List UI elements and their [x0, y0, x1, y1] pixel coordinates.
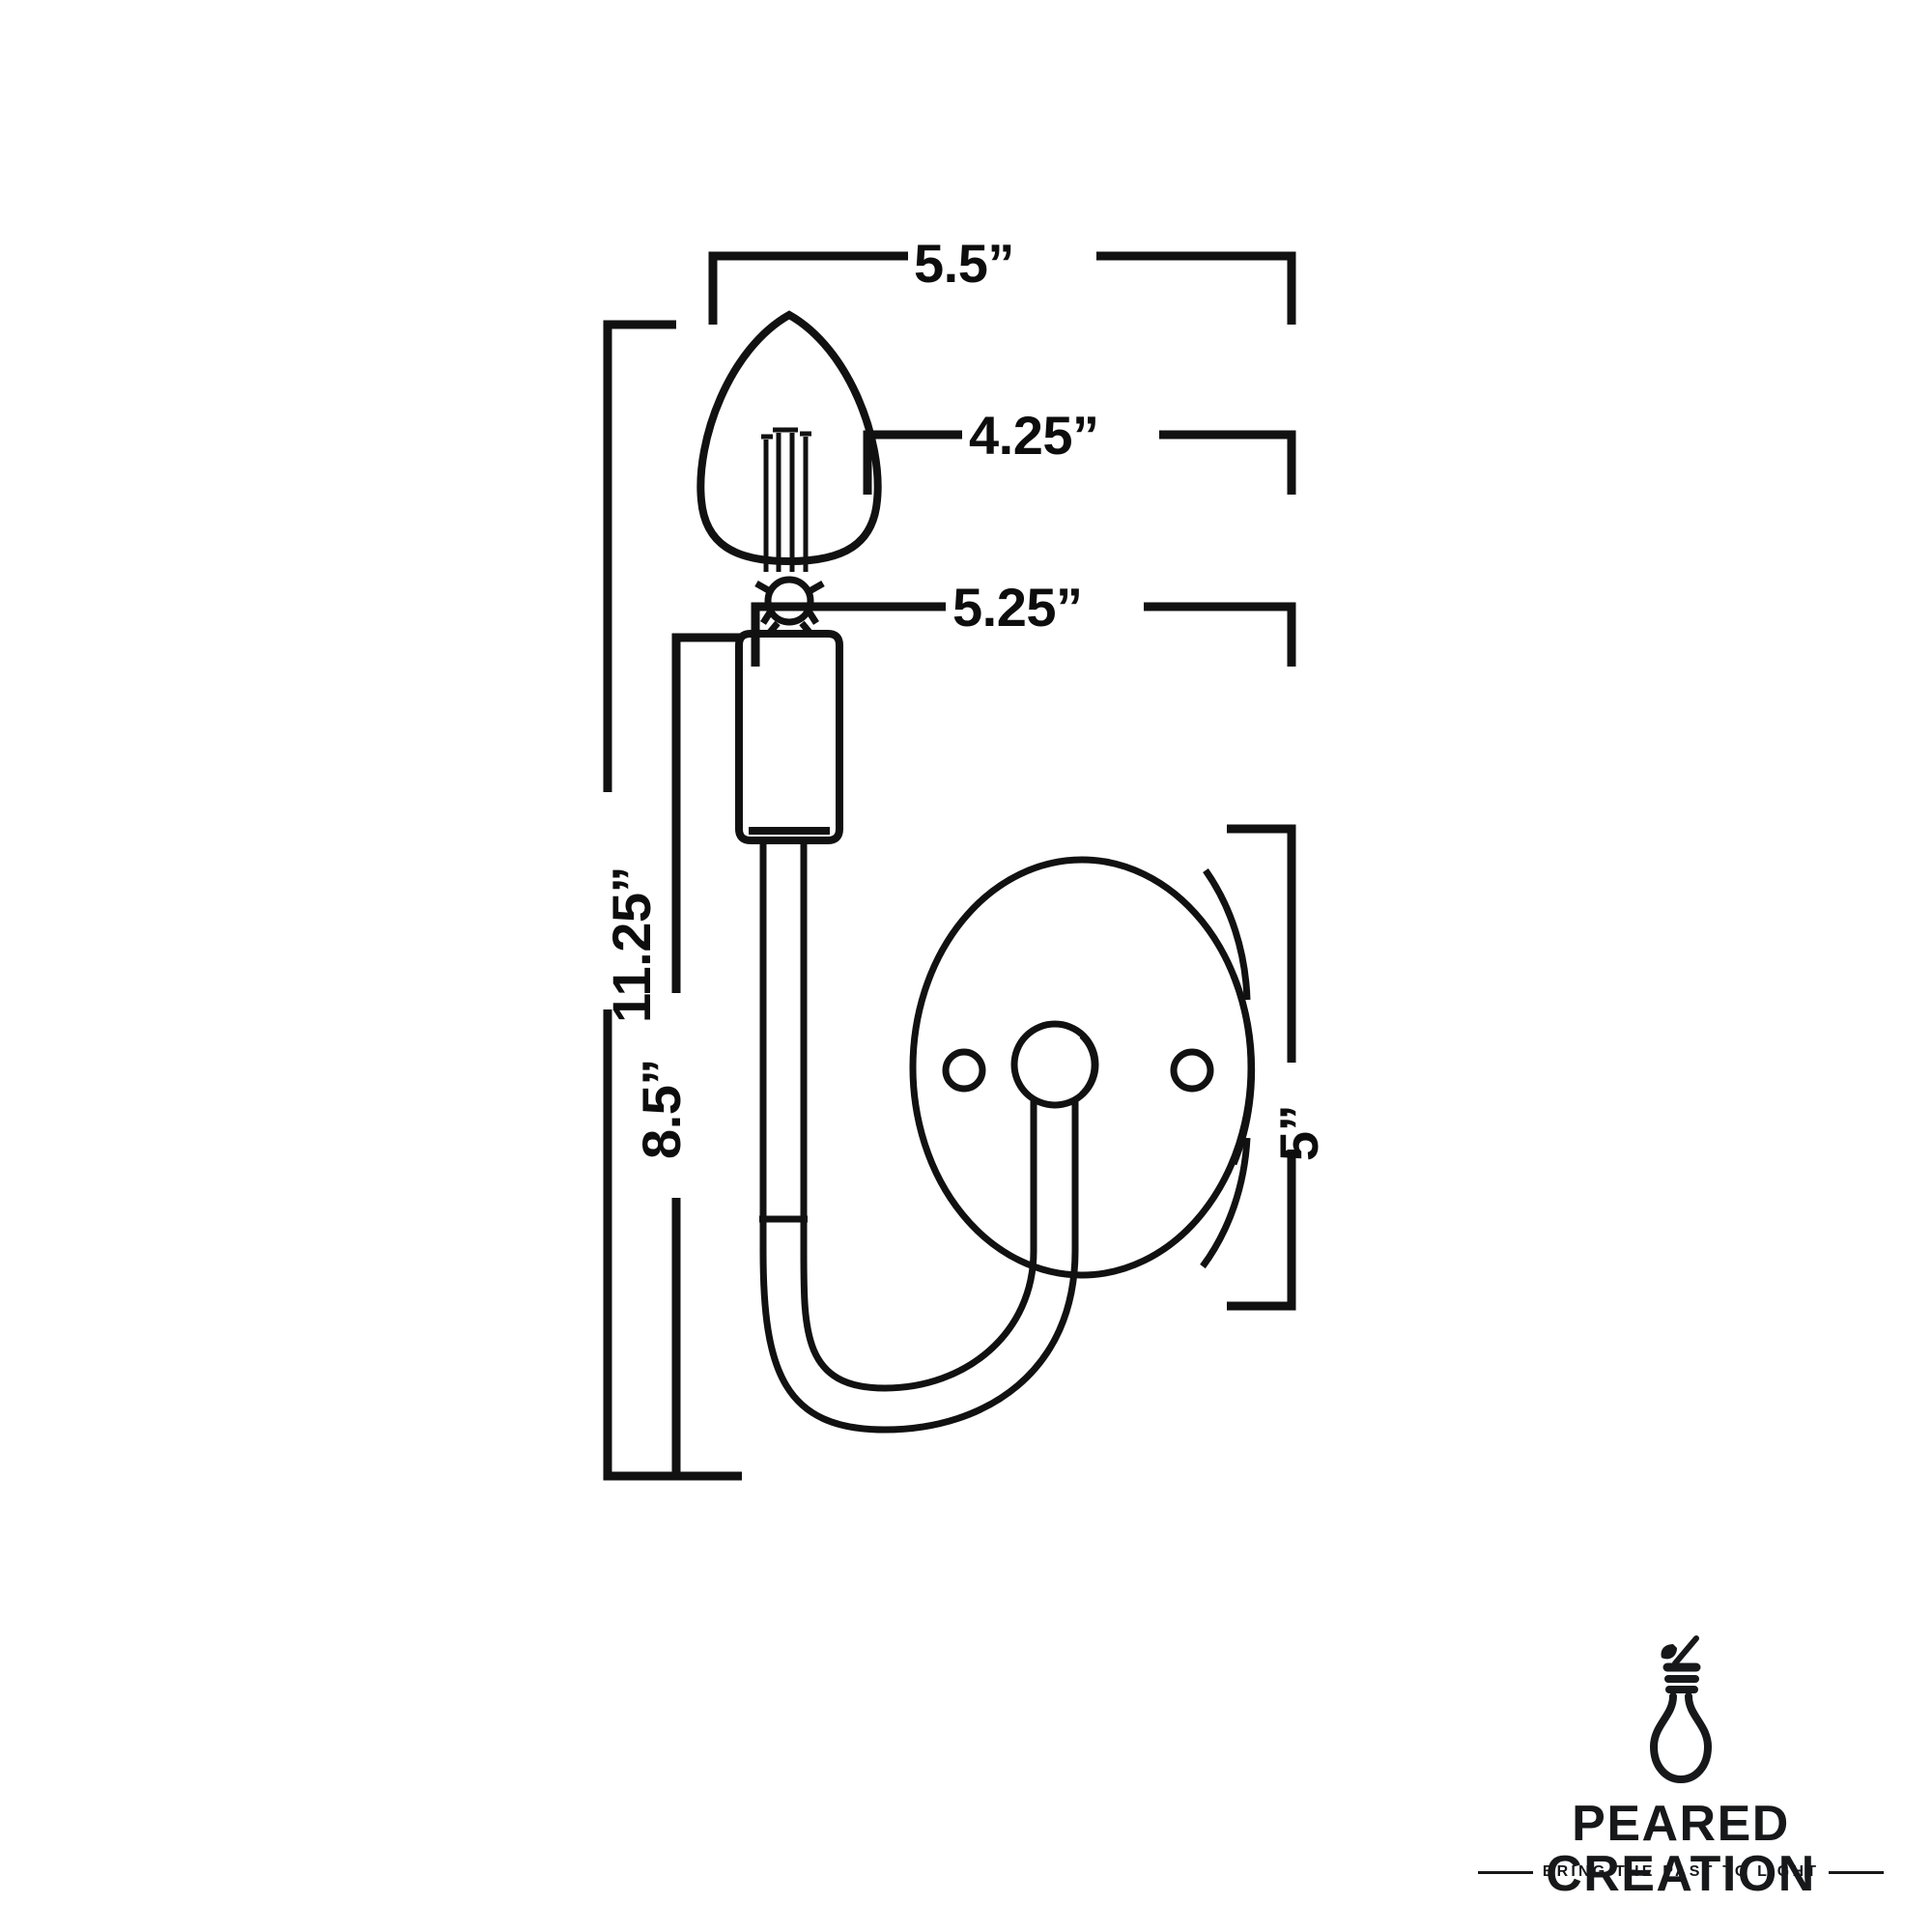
backplate-depth-edge	[1200, 867, 1256, 1269]
bulb-filament	[761, 427, 811, 572]
tagline-rule-left	[1478, 1870, 1533, 1874]
dimension-line-body-height	[671, 633, 742, 1481]
dimension-line-overall-width	[708, 251, 1296, 325]
logo-tagline-row: BRING THE PAST TO LIGHT	[1478, 1864, 1884, 1880]
logo-brand-name: PEARED CREATION	[1546, 1796, 1816, 1902]
socket-collar	[754, 576, 825, 638]
dimension-label-bulb-reference: 4.25”	[969, 405, 1099, 466]
pear-bulb-with-leaf-icon	[1650, 1635, 1712, 1783]
candle-bulb	[696, 310, 882, 566]
curved-arm	[759, 1101, 1079, 1434]
backplate	[909, 856, 1255, 1279]
tagline-rule-right	[1829, 1870, 1884, 1874]
dimension-line-projection	[751, 602, 1296, 667]
dimension-line-backplate-height	[1227, 824, 1296, 1311]
brand-logo: PEARED CREATION BRING THE PAST TO LIGHT	[1478, 1633, 1884, 1903]
mounting-hole-right	[1170, 1048, 1214, 1093]
dimension-line-overall-height	[603, 320, 676, 1481]
logo-tagline: BRING THE PAST TO LIGHT	[1542, 1863, 1820, 1880]
candle-stem	[759, 840, 808, 1227]
dimension-label-projection: 5.25”	[952, 577, 1083, 638]
dimension-label-body-height: 8.5”	[631, 1059, 692, 1159]
mounting-hole-left	[942, 1048, 986, 1093]
dimension-label-overall-width: 5.5”	[914, 233, 1014, 294]
center-knob	[1010, 1020, 1099, 1109]
candle-sleeve	[735, 630, 843, 844]
dimension-label-backplate-height: 5”	[1268, 1104, 1329, 1162]
